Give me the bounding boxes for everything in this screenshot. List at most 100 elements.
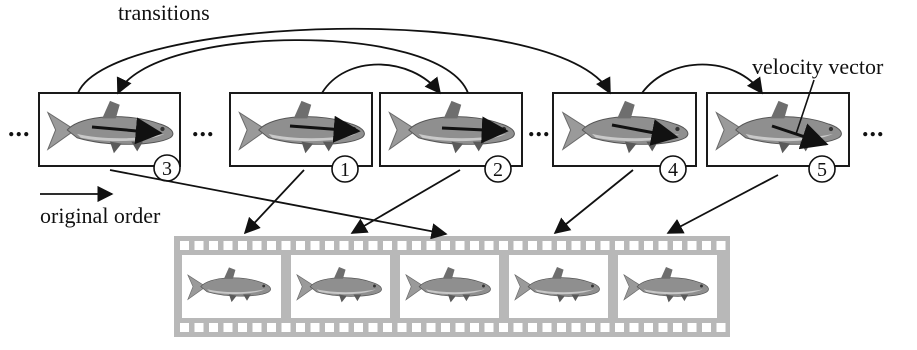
- sprocket-hole: [368, 241, 378, 250]
- arrow-frame2-to-film: [350, 169, 461, 234]
- ellipsis: ...: [862, 113, 885, 142]
- sprocket-hole: [180, 241, 189, 250]
- frame-number-badge: [331, 155, 359, 183]
- sprocket-hole: [629, 241, 639, 250]
- arrow-frame4-to-film: [553, 169, 634, 235]
- sprocket-hole: [281, 241, 291, 250]
- sprocket-hole: [528, 241, 537, 250]
- sprocket-hole: [441, 323, 450, 332]
- sprocket-hole: [412, 323, 421, 332]
- sprocket-hole: [296, 323, 305, 332]
- sprocket-hole: [383, 241, 392, 250]
- sprocket-hole: [571, 323, 581, 332]
- frame-number-badge: [484, 155, 512, 183]
- frame-number-badge: [808, 155, 836, 183]
- sprocket-hole: [499, 323, 508, 332]
- sprocket-hole: [557, 241, 566, 250]
- sprocket-hole: [325, 241, 334, 250]
- sprocket-hole: [673, 241, 682, 250]
- sprocket-hole: [354, 323, 363, 332]
- sprocket-hole: [238, 241, 247, 250]
- sprocket-hole: [528, 323, 537, 332]
- sprocket-hole: [658, 241, 668, 250]
- velocity-arrow-icon: [771, 123, 829, 150]
- sprocket-hole: [673, 323, 682, 332]
- sprocket-hole: [223, 323, 233, 332]
- film-frame-2: [291, 255, 390, 318]
- velocity-arrow-icon: [289, 115, 361, 143]
- frame-number-5: 5: [817, 159, 827, 181]
- sprocket-hole: [383, 323, 392, 332]
- transition-arc-1-to-2: [321, 63, 442, 95]
- sprocket-hole: [484, 323, 494, 332]
- sprocket-hole: [542, 323, 552, 332]
- sprocket-hole: [470, 241, 479, 250]
- sprocket-hole: [296, 241, 305, 250]
- sprocket-hole: [426, 323, 436, 332]
- sprocket-hole: [600, 323, 610, 332]
- film-frame-4: [509, 255, 608, 318]
- sprocket-hole: [557, 323, 566, 332]
- sprocket-hole: [702, 323, 711, 332]
- sprocket-hole: [397, 241, 407, 250]
- frame-to-film-arrows: [109, 169, 779, 240]
- frame-number-3: 3: [162, 158, 172, 180]
- sprocket-hole: [658, 323, 668, 332]
- frame-number-4: 4: [668, 159, 678, 181]
- sprocket-hole: [223, 241, 233, 250]
- sprocket-hole: [455, 323, 465, 332]
- transition-arc-2-to-3: [116, 39, 469, 95]
- sprocket-hole: [716, 323, 726, 332]
- sprocket-hole: [571, 241, 581, 250]
- sprocket-hole: [441, 241, 450, 250]
- sprocket-hole: [716, 241, 726, 250]
- sprocket-hole: [194, 323, 204, 332]
- sprocket-hole: [267, 241, 276, 250]
- sprocket-hole: [542, 241, 552, 250]
- frame-5: 5: [706, 92, 850, 183]
- velocity-vector-leader-line: [795, 79, 815, 135]
- sprocket-holes-top: [180, 241, 726, 250]
- sprocket-hole: [600, 241, 610, 250]
- sprocket-hole: [426, 241, 436, 250]
- frame-2: 2: [379, 92, 523, 183]
- frame-number-1: 1: [340, 159, 350, 181]
- sprocket-hole: [180, 323, 189, 332]
- sprocket-hole: [281, 323, 291, 332]
- frame-1: 1: [229, 92, 373, 183]
- sprocket-hole: [267, 323, 276, 332]
- film-strip-icon: [174, 236, 730, 337]
- sprocket-hole: [629, 323, 639, 332]
- sprocket-hole: [484, 241, 494, 250]
- frame-3: 3: [38, 92, 181, 182]
- original-order-label: original order: [40, 203, 161, 228]
- arrow-frame1-to-film: [243, 169, 305, 235]
- transition-arcs: [77, 27, 763, 95]
- sprocket-hole: [586, 241, 595, 250]
- sprocket-hole: [252, 241, 262, 250]
- transition-arc-3-to-4: [77, 27, 611, 95]
- film-frame-5: [618, 255, 717, 318]
- sprocket-hole: [209, 323, 218, 332]
- ellipsis: ...: [8, 113, 31, 142]
- sprocket-hole: [702, 241, 711, 250]
- sprocket-hole: [412, 241, 421, 250]
- sprocket-hole: [339, 241, 349, 250]
- ellipsis-group: ... ... ... ...: [8, 113, 885, 142]
- arrow-frame3-to-film: [109, 169, 448, 240]
- frame-row: 3 1 2 4: [38, 92, 850, 183]
- velocity-arrow-icon: [611, 119, 679, 146]
- film-frame-1: [182, 255, 281, 318]
- arrow-frame5-to-film: [666, 174, 779, 234]
- sprocket-hole: [644, 323, 653, 332]
- velocity-vector-label: velocity vector: [752, 54, 884, 79]
- sprocket-hole: [499, 241, 508, 250]
- sprocket-hole: [615, 241, 624, 250]
- sprocket-hole: [615, 323, 624, 332]
- sprocket-hole: [238, 323, 247, 332]
- frame-number-badge: [659, 155, 687, 183]
- film-frame-3: [400, 255, 499, 318]
- frame-4: 4: [552, 92, 697, 183]
